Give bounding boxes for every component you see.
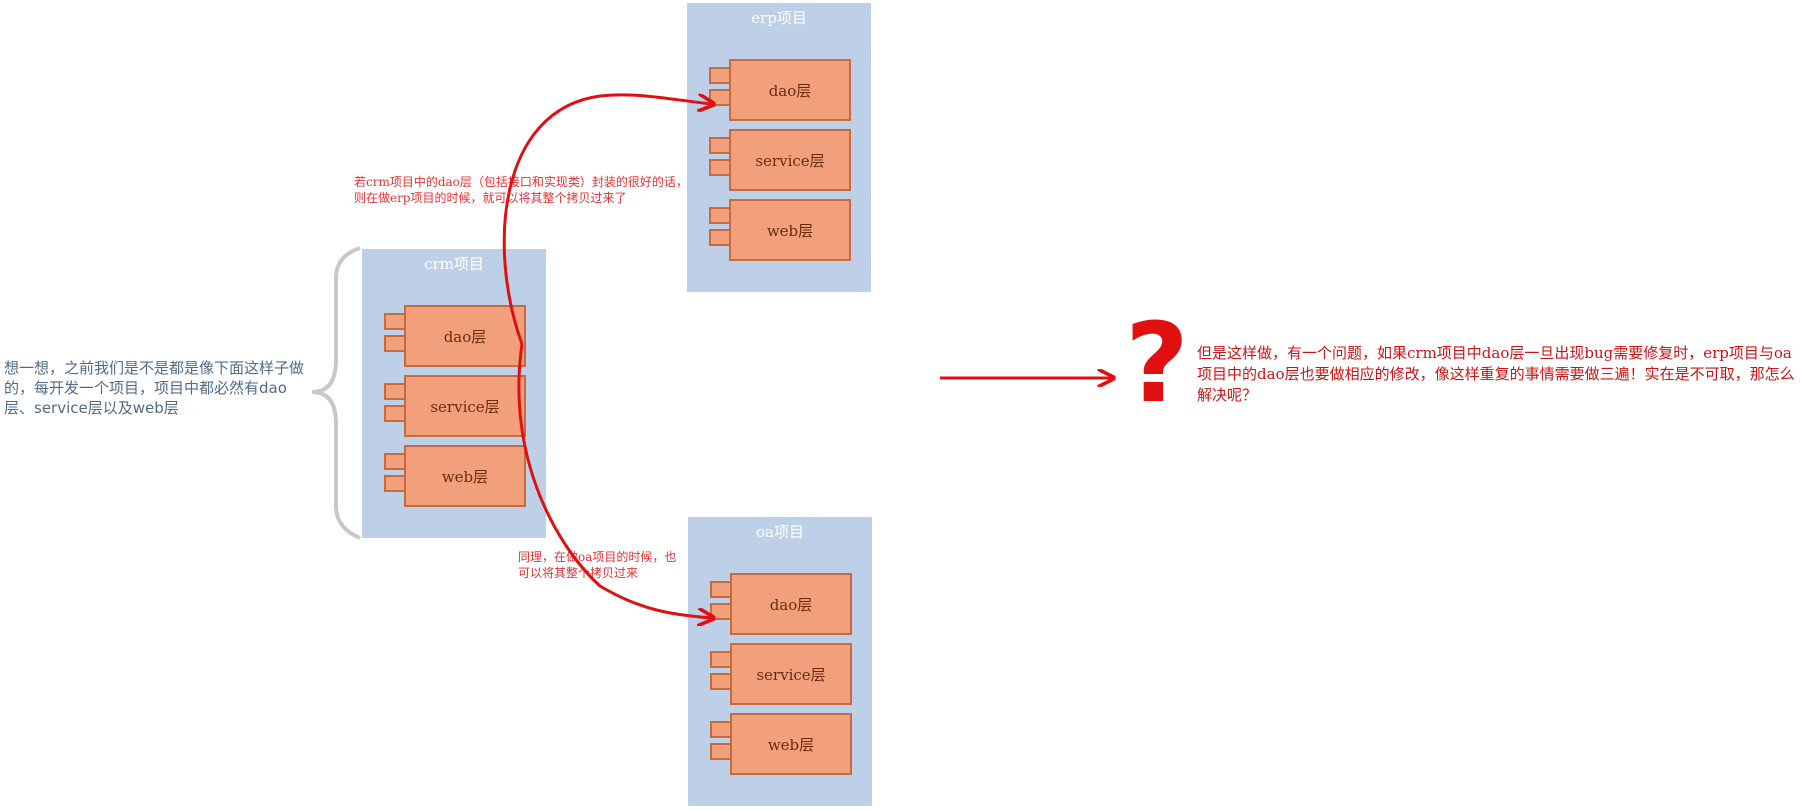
oa-dao-label: dao层 <box>769 595 813 614</box>
crm-service-label: service层 <box>430 397 500 416</box>
oa-web-component: web层 <box>710 713 852 775</box>
oa-service-component: service层 <box>710 643 852 705</box>
erp-project-title: erp项目 <box>751 9 807 27</box>
oa-project-package: oa项目 dao层 service层 web层 <box>688 517 872 806</box>
crm-web-label: web层 <box>441 467 489 486</box>
note-copy-to-oa: 同理，在做oa项目的时候，也可以将其整个拷贝过来 <box>518 550 677 580</box>
question-mark-icon: ? <box>1125 299 1189 427</box>
crm-web-component: web层 <box>384 445 526 507</box>
arrow-crm-to-oa <box>517 343 712 618</box>
erp-web-component: web层 <box>709 199 851 261</box>
oa-web-label: web层 <box>767 735 815 754</box>
crm-project-title: crm项目 <box>424 255 484 273</box>
crm-service-component: service层 <box>384 375 526 437</box>
erp-web-label: web层 <box>766 221 814 240</box>
erp-dao-label: dao层 <box>768 81 812 100</box>
erp-dao-component: dao层 <box>709 59 851 121</box>
oa-project-title: oa项目 <box>756 523 804 541</box>
erp-service-label: service层 <box>755 151 825 170</box>
intro-text: 想一想，之前我们是不是都是像下面这样子做的，每开发一个项目，项目中都必然有dao… <box>4 359 305 417</box>
problem-text: 但是这样做，有一个问题，如果crm项目中dao层一旦出现bug需要修复时，erp… <box>1197 344 1795 404</box>
crm-project-package: crm项目 dao层 service层 web层 <box>362 249 546 538</box>
erp-project-package: erp项目 dao层 service层 web层 <box>687 3 871 292</box>
oa-dao-component: dao层 <box>710 573 852 635</box>
oa-service-label: service层 <box>756 665 826 684</box>
note-copy-to-erp: 若crm项目中的dao层（包括接口和实现类）封装的很好的话，则在做erp项目的时… <box>354 175 688 205</box>
left-brace <box>311 246 361 540</box>
erp-service-component: service层 <box>709 129 851 191</box>
crm-dao-component: dao层 <box>384 305 526 367</box>
arrow-crm-to-erp <box>502 93 712 345</box>
crm-dao-label: dao层 <box>443 327 487 346</box>
